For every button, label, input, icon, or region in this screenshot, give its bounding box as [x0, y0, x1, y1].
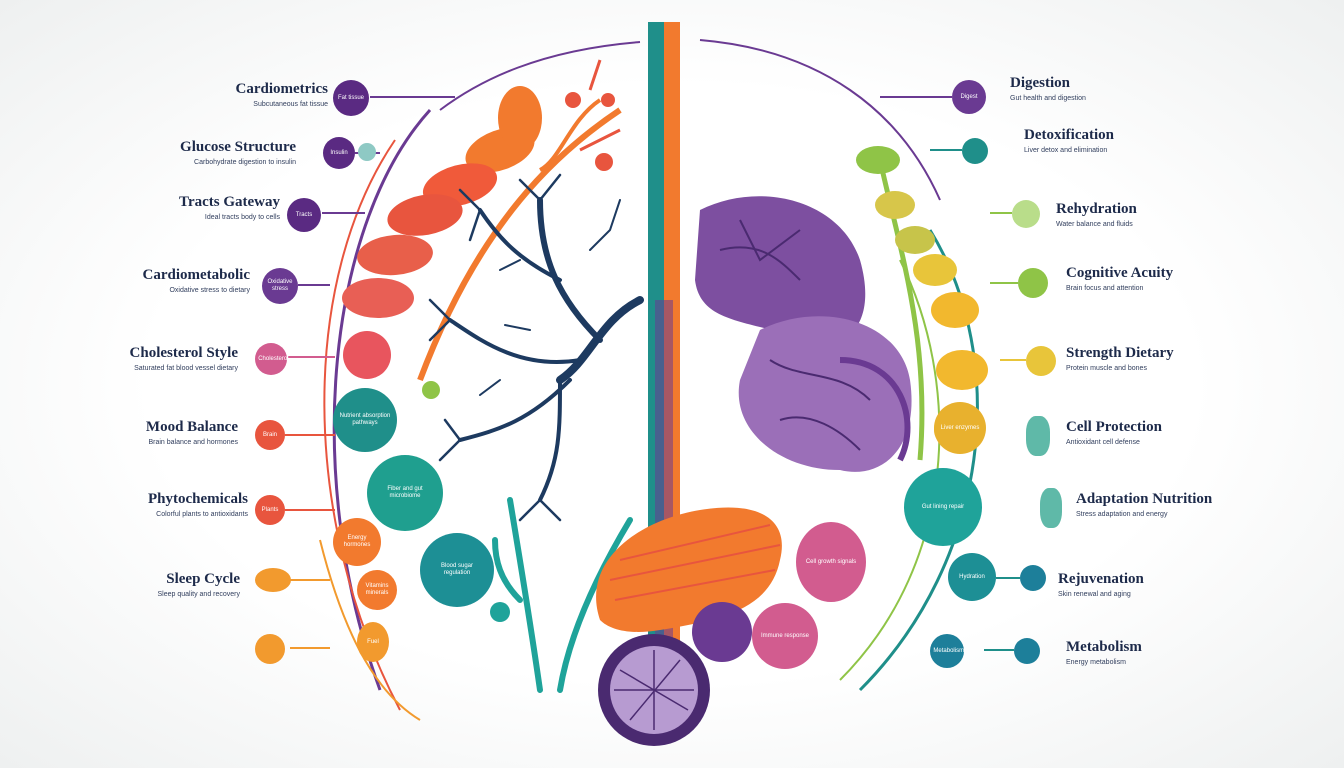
right-label-sub: Water balance and fluids [1056, 221, 1133, 228]
teal-bud [490, 602, 510, 622]
left-label-2: Glucose Structure Carbohydrate digestion… [46, 138, 296, 167]
right-label-2: Detoxification Liver detox and eliminati… [1024, 126, 1274, 155]
right-label-title: Rehydration [1056, 201, 1137, 217]
right-connectors [880, 96, 1026, 651]
right-node-2[interactable] [962, 138, 988, 164]
left-label-title: Phytochemicals [148, 491, 248, 507]
bubble-purple [692, 602, 752, 662]
right-small-node [1014, 638, 1040, 664]
right-label-8: Rejuvenation Skin renewal and aging [1058, 570, 1308, 599]
right-node-1[interactable]: Digest [952, 80, 986, 114]
right-label-sub: Energy metabolism [1066, 659, 1126, 666]
green-bud [422, 381, 440, 399]
left-node-3[interactable]: Tracts [287, 198, 321, 232]
left-node-4[interactable]: Oxidative stress [262, 268, 298, 304]
right-label-title: Strength Dietary [1066, 345, 1174, 361]
left-label-title: Tracts Gateway [179, 194, 280, 210]
left-label-title: Mood Balance [145, 419, 238, 435]
bubble-blood-sugar[interactable]: Blood sugar regulation [420, 533, 494, 607]
bubble-nutrient-absorption[interactable]: Nutrient absorption pathways [333, 388, 397, 452]
top-left-arc [439, 41, 641, 111]
left-label-title: Cardiometrics [235, 81, 328, 97]
left-label-title: Cholesterol Style [129, 345, 238, 361]
right-label-6: Cell Protection Antioxidant cell defense [1066, 418, 1316, 447]
right-label-sub: Brain focus and attention [1066, 285, 1144, 292]
left-node-9[interactable] [255, 634, 285, 664]
right-label-4: Cognitive Acuity Brain focus and attenti… [1066, 264, 1316, 293]
right-node-9[interactable]: Metabolism [930, 634, 964, 668]
left-node-7[interactable]: Plants [255, 495, 285, 525]
bubble-immune[interactable]: Immune response [752, 603, 818, 669]
left-label-sub: Colorful plants to antioxidants [156, 511, 248, 518]
left-label-sub: Subcutaneous fat tissue [253, 101, 328, 108]
right-label-7: Adaptation Nutrition Stress adaptation a… [1076, 490, 1326, 519]
bubble-vitamins[interactable]: Vitamins minerals [357, 570, 397, 610]
left-node-6[interactable]: Brain [255, 420, 285, 450]
bubble-gut-lining[interactable]: Gut lining repair [904, 468, 982, 546]
right-label-title: Cell Protection [1066, 419, 1162, 435]
left-label-title: Cardiometabolic [142, 267, 250, 283]
left-label-1: Cardiometrics Subcutaneous fat tissue [78, 80, 328, 109]
right-label-sub: Protein muscle and bones [1066, 365, 1147, 372]
right-label-1: Digestion Gut health and digestion [1010, 74, 1260, 103]
right-label-title: Cognitive Acuity [1066, 265, 1174, 281]
left-label-8: Sleep Cycle Sleep quality and recovery [0, 570, 241, 599]
right-label-sub: Antioxidant cell defense [1066, 439, 1140, 446]
left-label-6: Mood Balance Brain balance and hormones [0, 418, 238, 447]
right-label-sub: Gut health and digestion [1010, 95, 1086, 102]
right-label-title: Digestion [1010, 75, 1070, 91]
right-outer-arc [858, 229, 979, 692]
right-node-8[interactable] [1020, 565, 1046, 591]
right-label-title: Rejuvenation [1058, 571, 1144, 587]
purple-organ [695, 196, 912, 472]
right-node-7[interactable] [1040, 488, 1062, 528]
left-node-2[interactable]: Insulin [323, 137, 355, 169]
left-label-4: Cardiometabolic Oxidative stress to diet… [0, 266, 250, 295]
left-label-sub: Saturated fat blood vessel dietary [134, 365, 238, 372]
right-label-sub: Liver detox and elimination [1024, 147, 1108, 154]
left-label-3: Tracts Gateway Ideal tracts body to cell… [30, 193, 280, 222]
green-leaf-branch [856, 146, 988, 461]
left-label-sub: Oxidative stress to dietary [169, 287, 250, 294]
bubble-hydration[interactable]: Hydration [948, 553, 996, 601]
left-small-dot [358, 143, 376, 161]
left-label-sub: Carbohydrate digestion to insulin [194, 159, 296, 166]
right-label-5: Strength Dietary Protein muscle and bone… [1066, 344, 1316, 373]
bubble-cell-growth[interactable]: Cell growth signals [796, 522, 866, 602]
right-label-title: Metabolism [1066, 639, 1142, 655]
left-label-7: Phytochemicals Colorful plants to antiox… [0, 490, 248, 519]
left-label-sub: Brain balance and hormones [148, 439, 238, 446]
bottom-disc-rays [614, 650, 694, 730]
bubble-fiber[interactable]: Fiber and gut microbiome [367, 455, 443, 531]
navy-bronchial-tree [428, 173, 644, 522]
right-label-9: Metabolism Energy metabolism [1066, 638, 1316, 667]
right-node-3[interactable] [1012, 200, 1040, 228]
left-label-5: Cholesterol Style Saturated fat blood ve… [0, 344, 238, 373]
left-node-8[interactable] [255, 568, 291, 592]
left-node-1[interactable]: Fat tissue [333, 80, 369, 116]
bubble-fuel[interactable]: Fuel [357, 622, 389, 662]
orange-intestine [596, 507, 782, 632]
bubble-liver-enzymes[interactable]: Liver enzymes [934, 402, 986, 454]
right-label-3: Rehydration Water balance and fluids [1056, 200, 1306, 229]
left-label-sub: Ideal tracts body to cells [204, 214, 280, 221]
right-node-6[interactable] [1026, 416, 1050, 456]
right-label-title: Detoxification [1024, 127, 1114, 143]
right-label-sub: Stress adaptation and energy [1076, 511, 1168, 518]
right-label-sub: Skin renewal and aging [1058, 591, 1131, 598]
orange-leaf-branch [342, 59, 622, 382]
bubble-energy-hormones[interactable]: Energy hormones [333, 518, 381, 566]
top-right-arc [699, 39, 941, 201]
left-node-5[interactable]: Cholesterol [255, 343, 289, 375]
left-connectors [285, 96, 455, 649]
right-node-5[interactable] [1026, 346, 1056, 376]
left-label-sub: Sleep quality and recovery [157, 591, 241, 598]
right-label-title: Adaptation Nutrition [1076, 491, 1213, 507]
right-node-4[interactable] [1018, 268, 1048, 298]
left-label-title: Glucose Structure [180, 139, 296, 155]
left-label-title: Sleep Cycle [166, 571, 240, 587]
